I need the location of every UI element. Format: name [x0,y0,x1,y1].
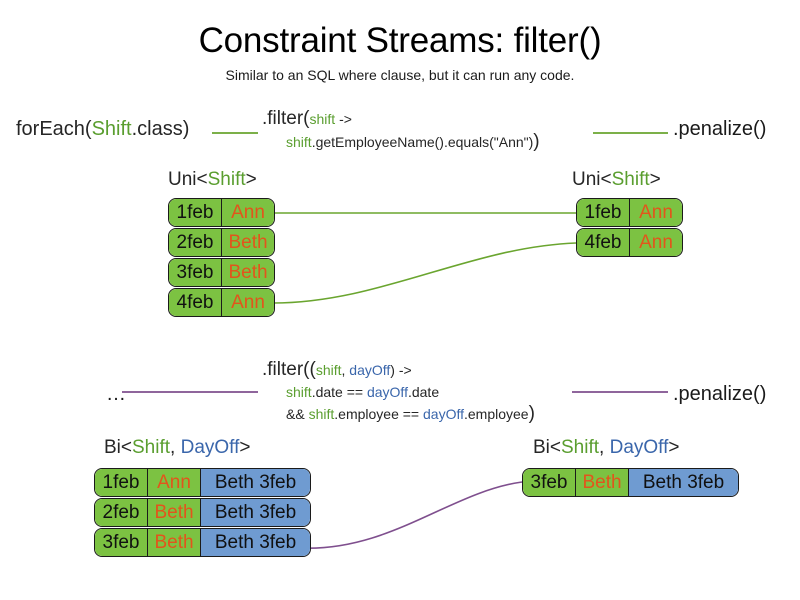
pipeline2-source: … [106,383,126,405]
caption-bi-right: Bi<Shift, DayOff> [533,436,679,460]
fact-cell-employee: Beth [148,529,200,556]
filter1-head: .filter( [262,108,310,129]
filter2-param1: shift [315,362,342,378]
caption-uni-right-type: Shift [611,169,650,190]
fact-cell-date: 3feb [169,259,222,286]
caption-uni-right: Uni<Shift> [572,168,661,192]
filter2-arrow: ) -> [390,362,412,378]
fact-cell-dayoff: Beth 3feb [200,499,310,526]
fact-cell-date: 2feb [169,229,222,256]
fact-cell-employee: Beth [222,259,274,286]
filter2-l3-var2: dayOff [423,406,464,422]
fact-cell-employee: Beth [148,499,200,526]
filter2-l3-var1: shift [308,406,335,422]
filter2-l3-end: .employee [464,406,529,422]
caption-uni-left-pre: Uni< [168,169,208,190]
caption-uni-left: Uni<Shift> [168,168,257,192]
wire-bi-3feb [299,481,523,549]
foreach-type: Shift [91,118,132,140]
penalize1-expression: .penalize() [673,118,767,140]
filter2-param2: dayOff [349,362,391,378]
filter2-head: .filter(( [262,359,316,380]
caption-uni-left-post: > [245,169,257,190]
caption-bi-left-pre: Bi< [104,437,132,458]
page-subtitle: Similar to an SQL where clause, but it c… [225,67,575,83]
filter2-expression: .filter((shift, dayOff) -> shift.date ==… [262,358,535,425]
fact-cell-date: 4feb [169,289,222,316]
fact-cell-dayoff: Beth 3feb [628,469,738,496]
filter2-l2-end: .date [407,384,440,400]
caption-bi-right-sep: , [599,437,610,458]
penalize2-expression: .penalize() [673,383,767,405]
fact-cell-employee: Ann [148,469,200,496]
fact-cell-date: 1feb [169,199,222,226]
fact-cell-employee: Ann [630,229,682,256]
fact-cell-employee: Ann [222,199,274,226]
filter2-comma: , [341,362,350,378]
filter1-body-var: shift [286,134,312,150]
caption-bi-left-type2: DayOff [180,437,240,458]
fact-cell-date: 1feb [95,469,148,496]
caption-bi-right-pre: Bi< [533,437,561,458]
fact-cell-employee: Beth [576,469,628,496]
fact-cell-date: 3feb [523,469,576,496]
fact-cell-employee: Beth [222,229,274,256]
filter2-l2-mid: .date == [311,384,367,400]
fact-cell-dayoff: Beth 3feb [200,529,310,556]
filter1-expression: .filter(shift -> shift.getEmployeeName()… [262,107,540,153]
page-title: Constraint Streams: filter() [198,21,602,60]
wire-uni-4feb [272,242,577,304]
filter1-close: ) [533,131,540,152]
fact-cell-date: 2feb [95,499,148,526]
filter2-l2-var2: dayOff [366,384,408,400]
caption-bi-right-type1: Shift [561,437,600,458]
foreach-prefix: forEach( [16,118,92,140]
filter2-l2-var1: shift [286,384,312,400]
caption-bi-left-sep: , [170,437,181,458]
caption-bi-right-post: > [668,437,680,458]
fact-cell-employee: Ann [222,289,274,316]
filter1-arrow: -> [335,111,352,127]
filter1-body-rest: .getEmployeeName().equals("Ann") [311,134,534,150]
caption-uni-right-post: > [649,169,661,190]
caption-bi-right-type2: DayOff [609,437,669,458]
caption-bi-left: Bi<Shift, DayOff> [104,436,250,460]
caption-uni-left-type: Shift [207,169,246,190]
foreach-expression: forEach(Shift.class) [16,116,189,142]
caption-uni-right-pre: Uni< [572,169,612,190]
fact-cell-dayoff: Beth 3feb [200,469,310,496]
filter2-l3-mid: .employee == [334,406,423,422]
fact-cell-employee: Ann [630,199,682,226]
caption-bi-left-post: > [239,437,251,458]
fact-cell-date: 1feb [577,199,630,226]
filter2-close: ) [528,403,535,424]
fact-cell-date: 3feb [95,529,148,556]
foreach-suffix: .class) [131,118,190,140]
fact-cell-date: 4feb [577,229,630,256]
caption-bi-left-type1: Shift [132,437,171,458]
filter1-param: shift [309,111,336,127]
filter2-l3-pre: && [286,406,309,422]
